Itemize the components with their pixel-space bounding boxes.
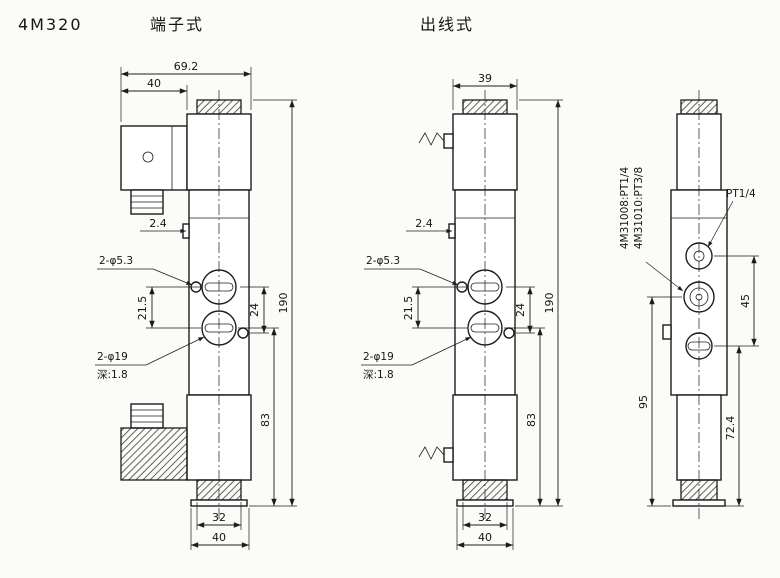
left-port-circle-bottom [201,310,237,346]
middle-dim-step-label: 2.4 [415,217,433,230]
left-dim-width-connector: 40 [121,77,188,110]
left-dim-height-lower: 83 [238,327,279,506]
middle-wire-stub-bottom [443,447,454,463]
right-port-circle-bottom [685,332,713,360]
middle-dim-height-total-label: 190 [543,293,556,314]
middle-valve-outline [418,99,518,507]
middle-large-holes-label: 2-φ19 [363,351,394,363]
right-thread-note-2: 4M31010:PT3/8 [633,167,645,249]
left-dim-step-label: 2.4 [149,217,167,230]
middle-dim-width-base: 40 [456,508,514,550]
middle-dim-height-lower-label: 83 [525,413,538,427]
left-large-holes-depth-label: 深:1.8 [97,369,128,381]
right-thread-top-label: PT1/4 [726,188,756,200]
middle-dim-width-top-label: 39 [478,72,492,85]
right-side-tab [662,324,672,340]
left-dim-width-connector-label: 40 [147,77,161,90]
left-dim-pitch-ports: 21.5 [136,286,201,329]
middle-dim-pitch-ports: 21.5 [402,286,467,329]
left-terminal-connector [120,125,188,191]
right-view: 4M31008:PT1/4 4M31010:PT3/8 PT1/4 45 95 … [619,90,759,522]
right-port-circle-top [685,242,713,270]
left-dim-pitch-ports-label: 21.5 [136,296,149,321]
middle-port-circle-bottom [467,310,503,346]
middle-view: 39 2.4 2-φ5.3 21.5 24 190 [361,72,563,550]
right-port-slot-bottom [687,341,711,351]
right-note-thread-top: PT1/4 [707,188,756,248]
model-number: 4M320 [18,15,83,34]
right-dim-height-exhaust-label: 72.4 [724,416,737,441]
right-thread-notes: 4M31008:PT1/4 4M31010:PT3/8 [619,167,684,292]
left-dim-width-base: 40 [190,508,250,550]
right-port-circle-middle [683,281,715,313]
left-view-type-label: 端子式 [150,15,204,34]
right-valve-outline [662,99,728,507]
right-dim-port-pitch-label: 45 [739,294,752,308]
title-block: 4M320 端子式 出线式 [18,15,474,34]
left-note-large-holes: 2-φ19 深:1.8 [95,336,205,381]
left-port-slot-top [204,282,234,292]
middle-dim-height-lower: 83 [504,327,545,506]
right-dim-port-pitch: 45 [714,255,759,347]
left-dim-height-total-label: 190 [277,293,290,314]
left-dim-width-cap-label: 32 [212,511,226,524]
left-dim-pitch-holes: 24 [240,286,269,334]
left-dim-width-base-label: 40 [212,531,226,544]
middle-dim-pitch-holes: 24 [506,286,535,334]
right-dim-height-lower: 95 [637,296,682,507]
middle-dim-pitch-holes-label: 24 [514,303,527,317]
left-port-slot-bottom [204,323,234,333]
left-bottom-connector [120,427,188,481]
middle-dim-width-cap-label: 32 [478,511,492,524]
middle-note-large-holes: 2-φ19 深:1.8 [361,336,472,381]
middle-dim-step: 2.4 [406,217,452,234]
left-large-holes-label: 2-φ19 [97,351,128,363]
left-dim-width-cap: 32 [196,502,242,530]
left-note-small-holes: 2-φ5.3 [97,255,193,286]
left-dim-width-total: 69.2 [120,60,252,122]
right-dim-height-exhaust: 72.4 [724,346,744,507]
middle-dim-width-base-label: 40 [478,531,492,544]
left-small-holes-label: 2-φ5.3 [99,255,133,267]
middle-dim-pitch-ports-label: 21.5 [402,296,415,321]
middle-note-small-holes: 2-φ5.3 [364,255,459,286]
left-dim-pitch-holes-label: 24 [248,303,261,317]
middle-small-holes-label: 2-φ5.3 [366,255,400,267]
left-view: 69.2 40 2.4 2-φ5.3 21.5 24 [95,60,297,550]
left-dim-step: 2.4 [140,217,186,234]
middle-wire-stub-top [443,133,454,149]
left-dim-width-total-label: 69.2 [174,60,199,73]
middle-lead-wire-bottom [418,446,445,460]
right-dim-height-lower-label: 95 [637,395,650,409]
middle-large-holes-depth-label: 深:1.8 [363,369,394,381]
middle-port-circle-top [467,269,503,305]
left-connector-screw [142,151,154,163]
middle-view-type-label: 出线式 [420,15,474,34]
left-dim-height-lower-label: 83 [259,413,272,427]
middle-dim-height-total: 190 [515,99,563,507]
right-thread-note-1: 4M31008:PT1/4 [619,167,631,250]
left-dim-height-total: 190 [249,99,297,507]
middle-dim-width-cap: 32 [462,502,508,530]
left-port-circle-top [201,269,237,305]
right-ports [683,242,715,360]
middle-port-slot-top [470,282,500,292]
middle-lead-wire-top [418,132,445,146]
middle-dim-width-top: 39 [452,72,518,110]
middle-port-slot-bottom [470,323,500,333]
